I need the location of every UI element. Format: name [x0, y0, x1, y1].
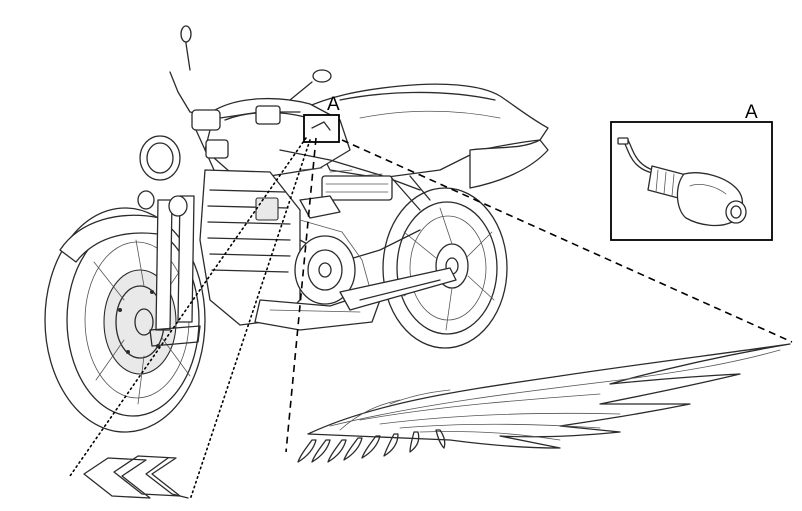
projection-line-right-outer — [341, 139, 793, 343]
rear-wheel — [382, 187, 508, 349]
motorcycle-illustration — [44, 25, 549, 433]
front-forks — [149, 195, 201, 347]
projection-line-left-inner — [189, 139, 311, 501]
detail-marker-label: A — [327, 94, 340, 115]
projector-light-illustration — [617, 137, 747, 227]
detail-marker-a: A — [303, 94, 340, 143]
detail-panel-label: A — [745, 102, 758, 123]
wing-projection-pattern — [297, 343, 791, 463]
projection-lines — [69, 137, 793, 501]
projection-line-left-outer — [69, 137, 307, 477]
detail-panel-a: A — [610, 102, 773, 241]
handlebars — [169, 25, 332, 171]
projection-line-right-inner — [285, 137, 317, 453]
headlight — [137, 135, 188, 217]
seat-and-tail — [299, 83, 549, 211]
chevron-projection-pattern — [83, 455, 189, 499]
